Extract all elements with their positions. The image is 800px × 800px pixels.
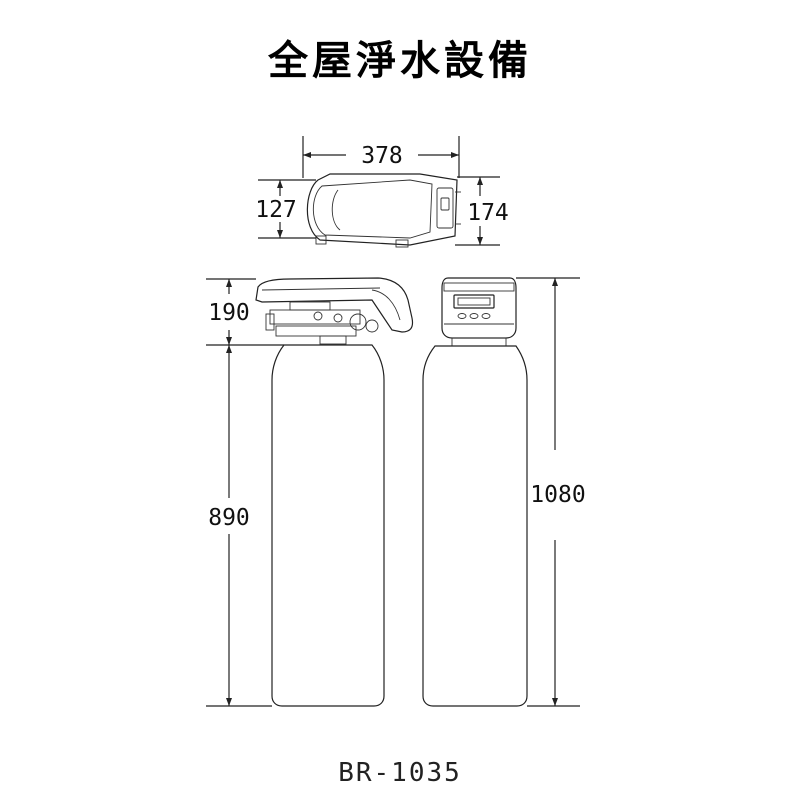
side-view-head	[255, 277, 414, 345]
front-view-tank	[422, 345, 528, 707]
dim-label-890: 890	[208, 505, 250, 531]
dimension-tank-height: 890	[206, 345, 272, 707]
dim-label-190: 190	[208, 300, 250, 326]
dim-label-174: 174	[467, 200, 509, 226]
dimension-top-width: 378	[302, 136, 460, 178]
dimension-top-right-height: 174	[455, 176, 509, 246]
dim-label-378: 378	[361, 143, 403, 169]
front-view-head	[441, 277, 517, 347]
dimension-head-height: 190	[206, 278, 284, 346]
side-view-tank	[271, 344, 385, 707]
dim-label-1080: 1080	[530, 482, 585, 508]
dimension-top-left-height: 127	[255, 179, 316, 239]
page-title: 全屋淨水設備	[268, 38, 532, 84]
top-view-head	[306, 173, 461, 248]
dim-label-127: 127	[255, 197, 297, 223]
dimension-total-height: 1080	[516, 277, 586, 707]
model-number: BR-1035	[338, 758, 462, 788]
